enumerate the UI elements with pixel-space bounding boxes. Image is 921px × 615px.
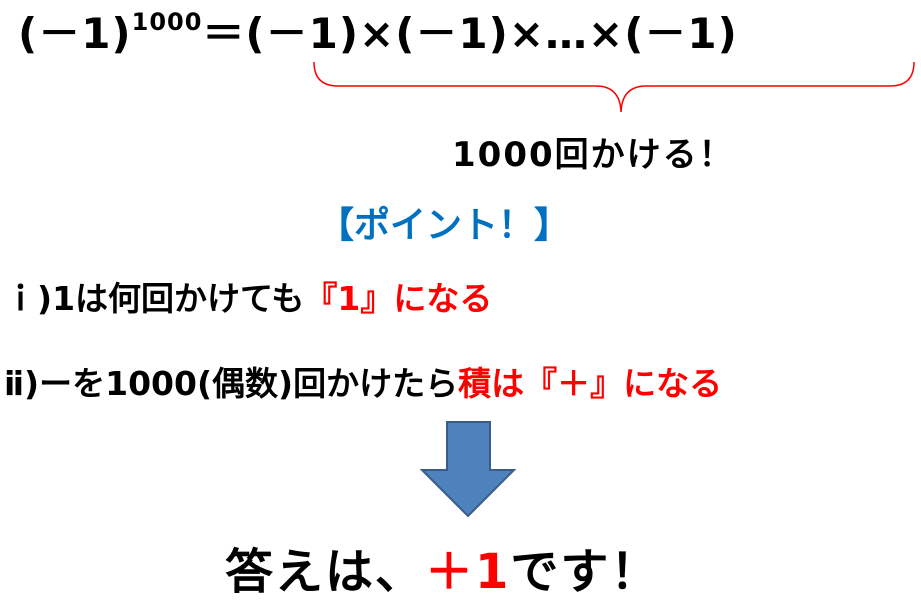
curly-brace [313, 61, 915, 113]
equation-rhs: ＝(－1)×(－1)×…×(－1) [202, 9, 738, 58]
point-text: ｉ)1は何回かけても [4, 279, 305, 318]
answer-prefix: 答えは、 [225, 544, 426, 600]
answer-suffix: です！ [510, 544, 661, 600]
point-highlight: 『1』になる [304, 279, 493, 318]
brace-label: 1000回かける！ [452, 135, 735, 175]
equation: (－1)1000＝(－1)×(－1)×…×(－1) [18, 10, 738, 55]
point-highlight: 積は『＋』になる [458, 364, 723, 403]
answer-value: ＋1 [425, 544, 511, 600]
equation-exponent: 1000 [131, 8, 203, 36]
down-arrow-icon [419, 421, 517, 518]
point-item-2: ⅱ)ーを1000(偶数)回かけたら積は『＋』になる [4, 367, 722, 400]
equation-lhs: (－1) [18, 9, 132, 58]
point-heading: 【ポイント！】 [318, 205, 571, 246]
point-item-1: ｉ)1は何回かけても『1』になる [4, 282, 492, 315]
answer: 答えは、＋1です！ [225, 548, 660, 596]
point-text: ⅱ)ーを1000(偶数)回かけたら [4, 364, 459, 403]
